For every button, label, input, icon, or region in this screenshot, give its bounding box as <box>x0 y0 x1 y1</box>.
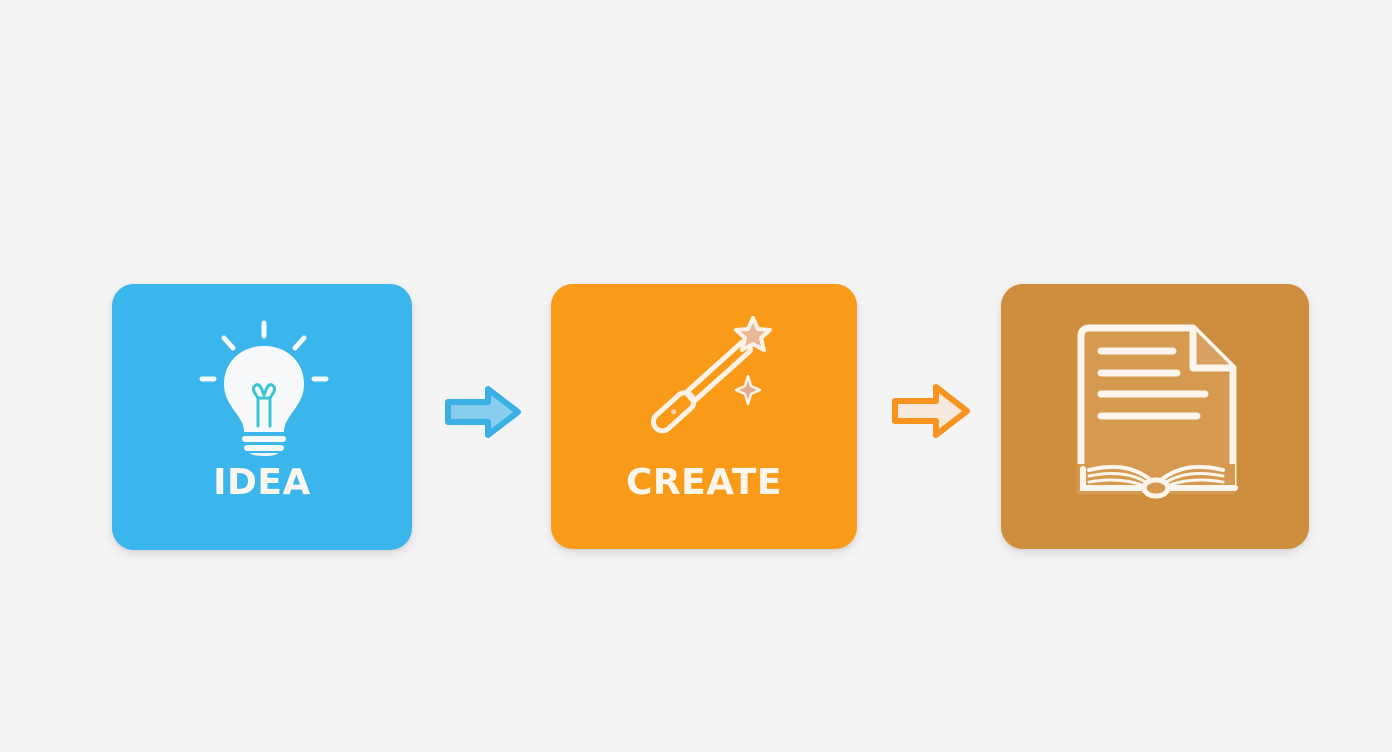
lightbulb-icon <box>199 320 329 456</box>
magic-wand-icon <box>650 316 772 434</box>
step-card-idea: IDEA <box>112 284 412 550</box>
step-card-output <box>1001 284 1309 549</box>
step-card-create: CREATE <box>551 284 857 549</box>
step-label-create: CREATE <box>626 462 782 503</box>
arrow-right-icon <box>892 384 970 438</box>
arrow-right-icon <box>445 386 521 438</box>
document-book-icon <box>1077 324 1238 499</box>
step-label-idea: IDEA <box>213 462 311 503</box>
